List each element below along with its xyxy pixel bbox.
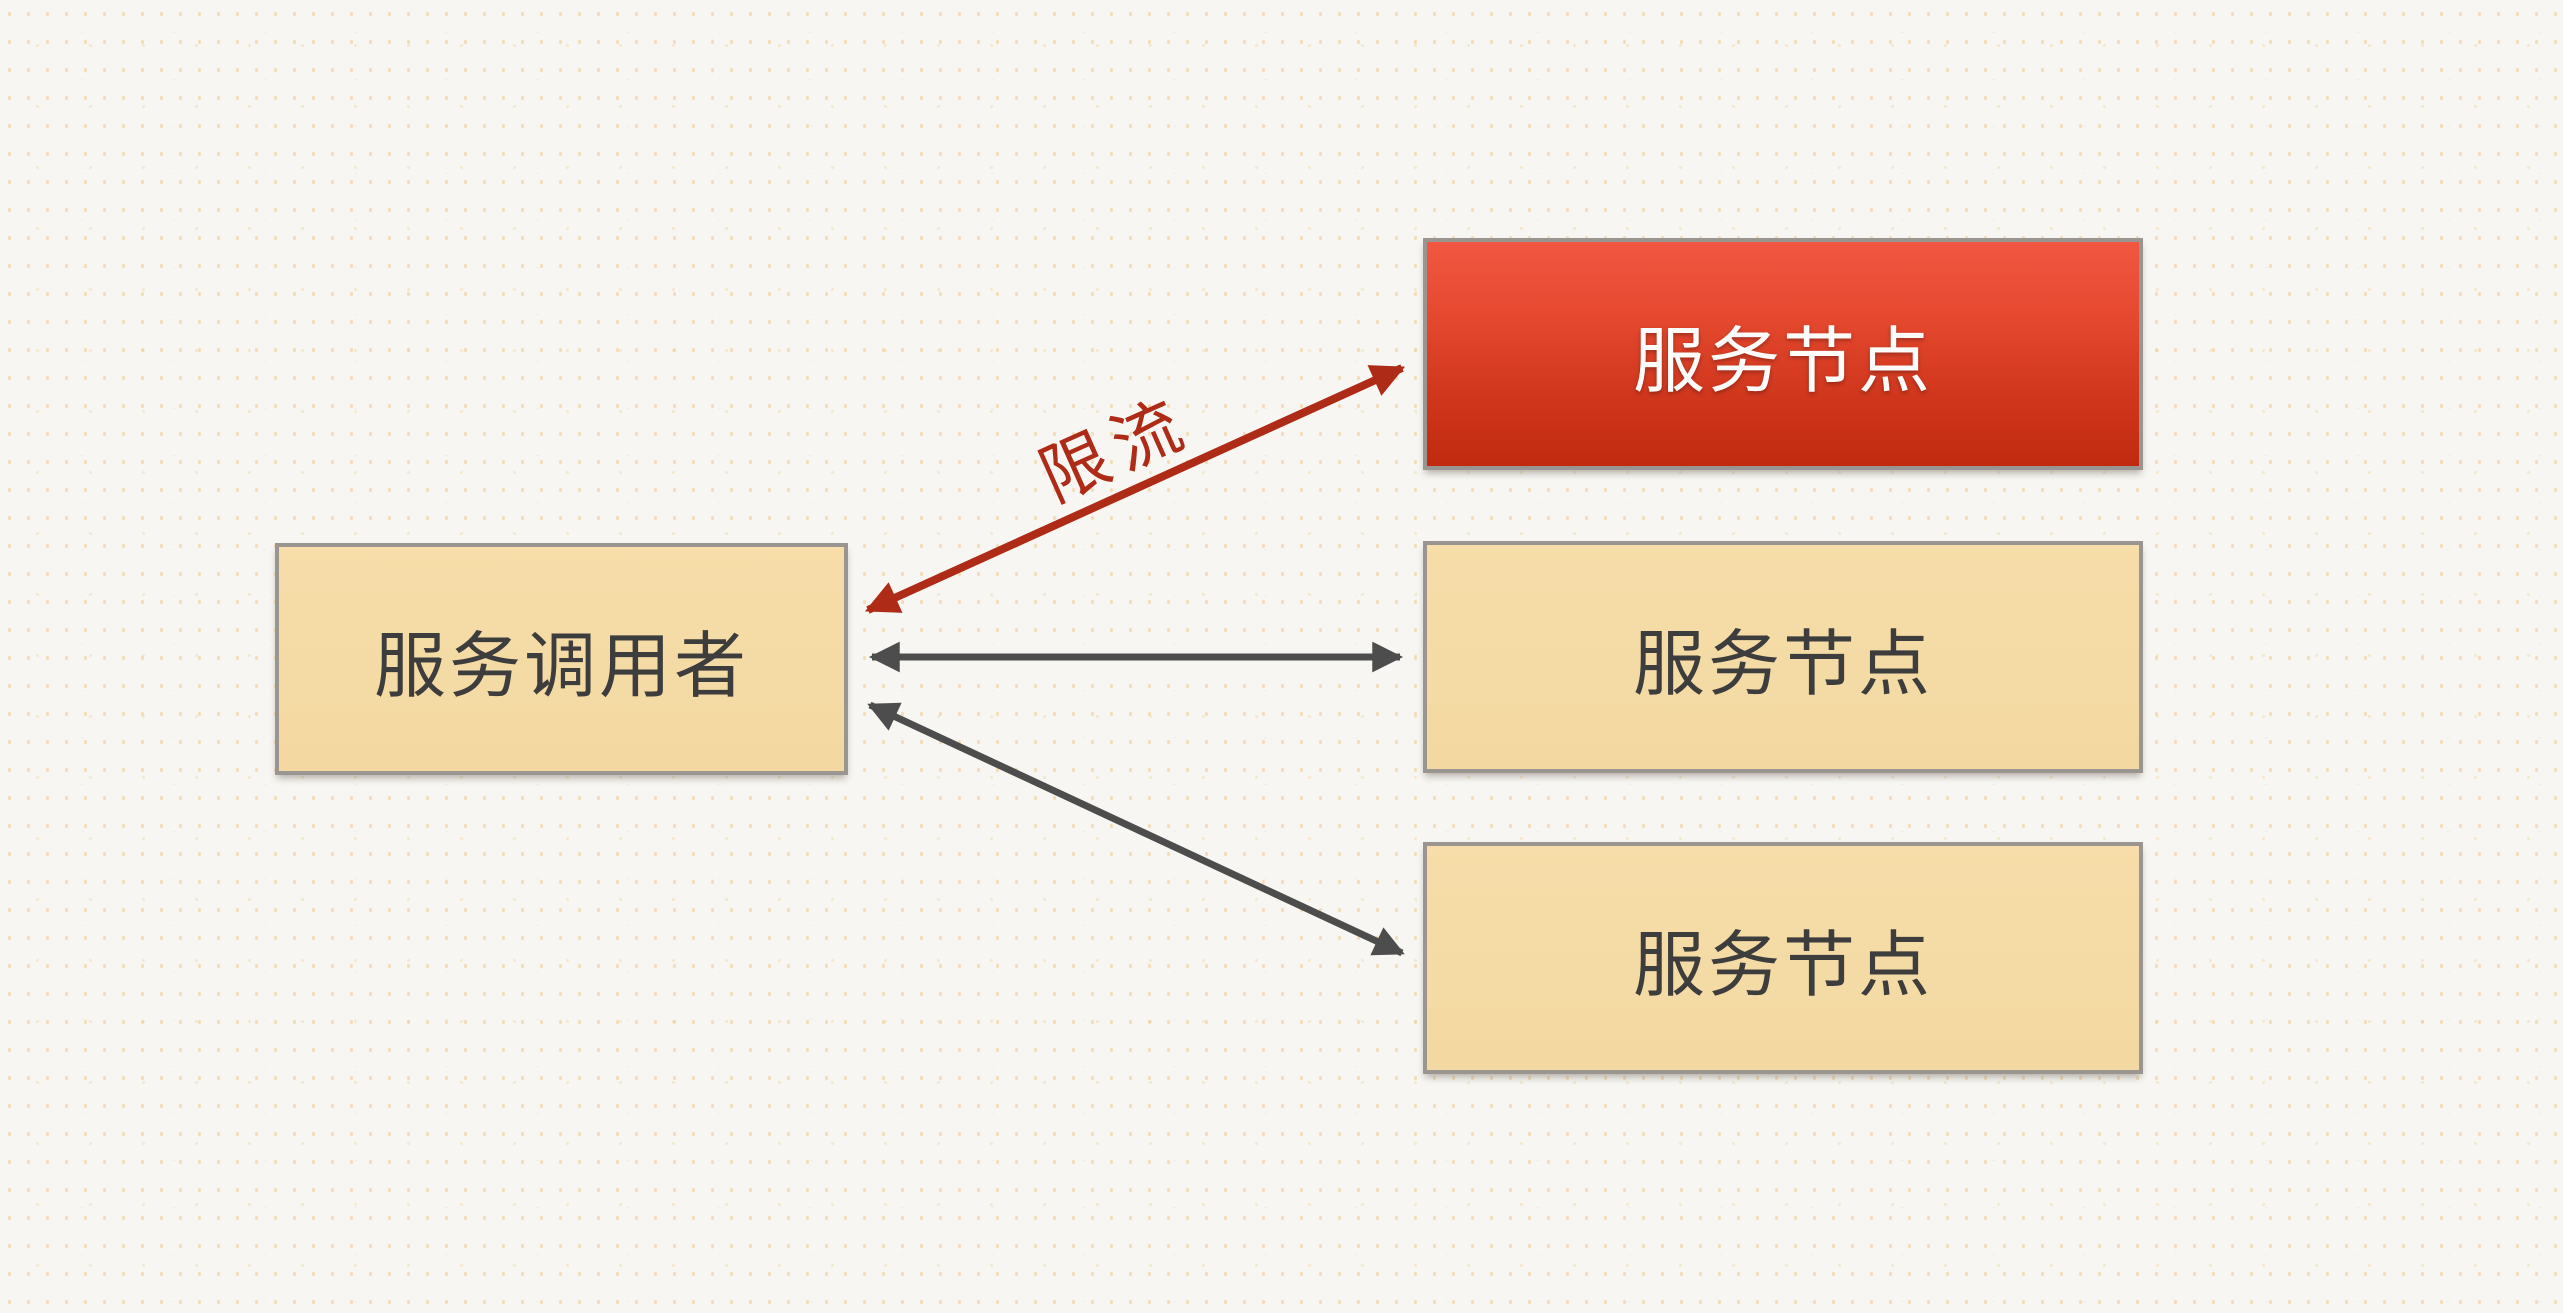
- service-node-label: 服务节点: [1632, 624, 1933, 705]
- call-arrow-bottom: [867, 701, 1405, 957]
- caller-label: 服务调用者: [373, 626, 749, 707]
- service-node-box-throttled: 服务节点: [1423, 238, 2143, 470]
- service-node-label: 服务节点: [1632, 925, 1933, 1006]
- caller-box: 服务调用者: [275, 543, 848, 775]
- service-node-box-3: 服务节点: [1423, 842, 2143, 1074]
- service-node-label: 服务节点: [1632, 321, 1933, 402]
- throttle-edge-label: 限流: [1028, 383, 1203, 517]
- service-node-box-2: 服务节点: [1423, 541, 2143, 773]
